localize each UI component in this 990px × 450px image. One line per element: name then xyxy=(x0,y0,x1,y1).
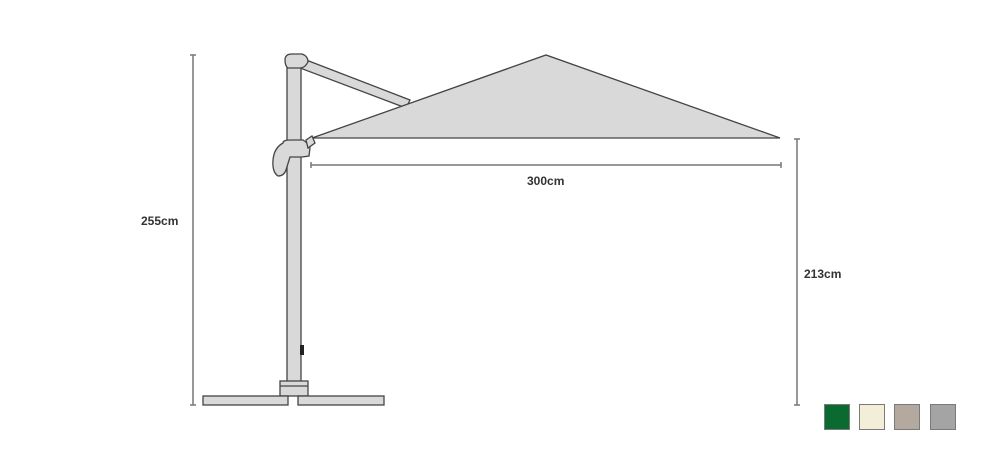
dimension-lines xyxy=(190,54,800,406)
base-slab-left xyxy=(202,395,289,406)
swatch-cream[interactable] xyxy=(859,404,885,430)
width-label: 300cm xyxy=(527,174,565,188)
swatch-taupe[interactable] xyxy=(894,404,920,430)
clearance-label: 213cm xyxy=(804,267,842,281)
base-block xyxy=(279,380,309,397)
swatch-green[interactable] xyxy=(824,404,850,430)
crank-hub xyxy=(272,139,311,177)
height-label: 255cm xyxy=(141,214,179,228)
swatch-grey[interactable] xyxy=(930,404,956,430)
arm xyxy=(299,57,411,109)
pole xyxy=(286,61,302,385)
top-cap xyxy=(284,53,309,69)
canopy xyxy=(311,54,781,139)
base-slab-right xyxy=(297,395,385,406)
pole-lock-knob xyxy=(300,345,304,355)
